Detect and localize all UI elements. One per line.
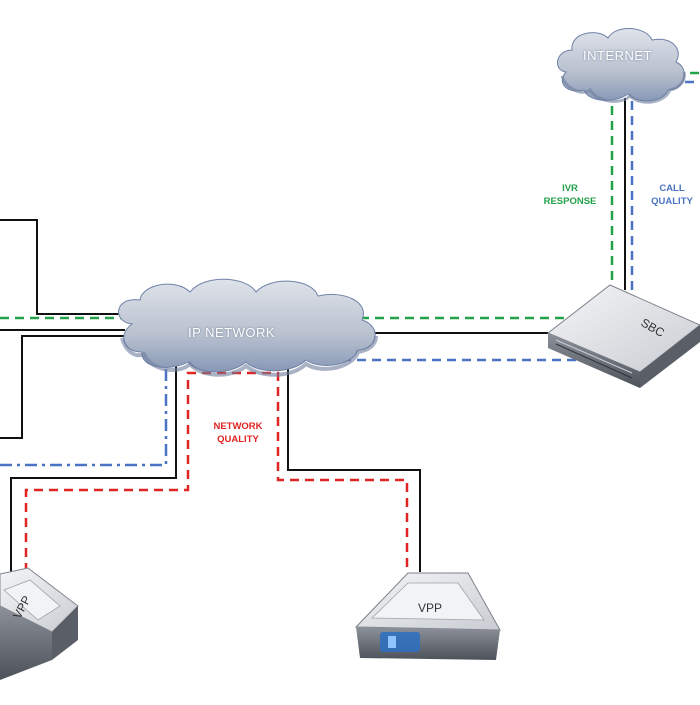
network-quality-path [24, 371, 409, 572]
internet-cloud [557, 28, 686, 104]
internet-cloud-label: INTERNET [583, 48, 652, 63]
vpp-right-device: VPP [354, 572, 501, 660]
call-quality-left-path [0, 360, 168, 467]
vpp-right-label: VPP [418, 601, 442, 615]
cable-left-upper [0, 219, 130, 315]
ip-network-cloud [118, 278, 378, 377]
vpp-left-device: VPP [0, 567, 79, 680]
call-quality-label: CALL QUALITY [642, 182, 700, 208]
cable-ip-to-vpp-right [287, 360, 421, 572]
ip-network-cloud-label: IP NETWORK [188, 325, 276, 340]
call-quality-label-line1: CALL [659, 183, 685, 194]
network-quality-label-line2: QUALITY [217, 434, 259, 445]
network-quality-label: NETWORK QUALITY [193, 420, 283, 446]
sbc-device: SBC [547, 284, 700, 388]
ivr-response-label-line1: IVR [562, 183, 578, 194]
cable-left-lower [0, 335, 125, 439]
cable-ip-to-vpp-left [10, 360, 177, 575]
call-quality-label-line2: QUALITY [651, 196, 693, 207]
ivr-response-label-line2: RESPONSE [543, 196, 597, 207]
network-quality-label-line1: NETWORK [213, 421, 263, 432]
ivr-response-label: IVR RESPONSE [525, 182, 615, 208]
